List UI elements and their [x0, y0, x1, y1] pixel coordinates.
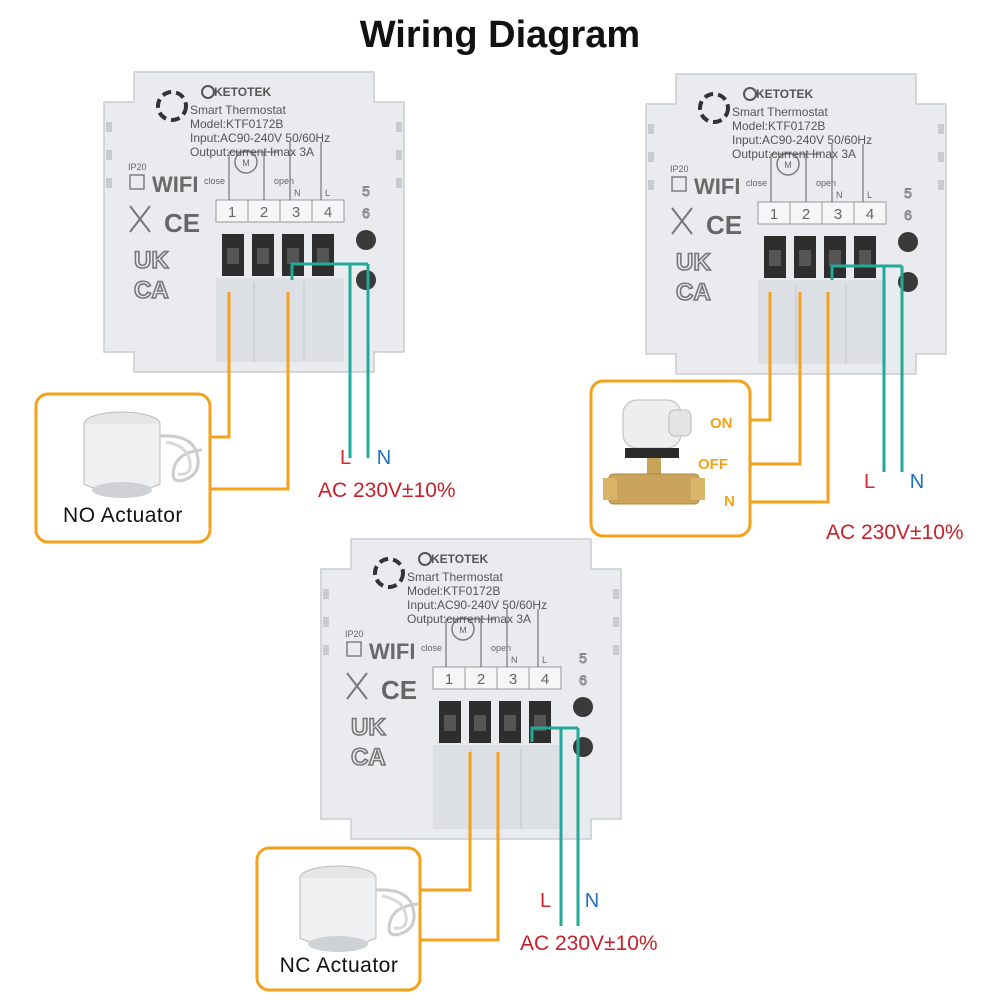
load-wire-1: [420, 752, 472, 892]
terminal-number: 1: [445, 671, 453, 688]
device-uk-mark: UK: [351, 714, 386, 741]
valve-on-wire: [750, 292, 772, 422]
device-ip-rating: IP20: [670, 164, 689, 174]
valve-off-wire: [750, 292, 802, 466]
device-uk-mark: UK: [134, 247, 169, 274]
load-wire-2: [210, 292, 290, 491]
load-wire-1: [210, 292, 231, 439]
terminal-number: 2: [802, 206, 810, 223]
device-model: Model:KTF0172B: [732, 119, 825, 133]
device-output: Output:current Imax 3A: [732, 147, 856, 161]
live-jumper: [290, 262, 368, 280]
voltage-label: AC 230V±10%: [826, 521, 964, 544]
device-wifi: WIFI: [369, 639, 415, 664]
live-terminal-label: L: [867, 190, 872, 200]
open-label: open: [491, 643, 511, 653]
terminal-number: 3: [509, 671, 517, 688]
live-label: L: [540, 890, 551, 912]
device-wifi: WIFI: [694, 174, 740, 199]
device-uk-mark: UK: [676, 249, 711, 276]
terminal-number: 3: [834, 206, 842, 223]
terminal-number: 2: [477, 671, 485, 688]
device-brand: KETOTEK: [756, 87, 813, 101]
terminal-number-extra: 6: [904, 207, 912, 223]
device-brand: KETOTEK: [431, 552, 488, 566]
terminal-number: 4: [541, 671, 549, 688]
device-name: Smart Thermostat: [190, 103, 286, 117]
actuator-label: NC Actuator: [280, 954, 399, 977]
device-name: Smart Thermostat: [732, 105, 828, 119]
voltage-label: AC 230V±10%: [318, 479, 456, 502]
motor-label: M: [784, 160, 792, 170]
device-ce-mark: CE: [381, 675, 417, 705]
device-input: Input:AC90-240V 50/60Hz: [407, 598, 547, 612]
device-input: Input:AC90-240V 50/60Hz: [732, 133, 872, 147]
terminal-number: 1: [228, 204, 236, 221]
neutral-terminal-label: N: [511, 655, 518, 665]
motor-label: M: [459, 625, 467, 635]
device-ca-mark: CA: [351, 744, 386, 771]
device-output: Output:current Imax 3A: [190, 145, 314, 159]
device-ce-mark: CE: [706, 210, 742, 240]
device-brand: KETOTEK: [214, 85, 271, 99]
live-label: L: [864, 471, 875, 493]
live-jumper: [830, 264, 902, 280]
live-terminal-label: L: [325, 188, 330, 198]
terminal-number: 3: [292, 204, 300, 221]
valve-off-label: OFF: [698, 456, 728, 473]
live-jumper: [530, 726, 578, 742]
thermostat-device: KETOTEK Smart ThermostatModel:KTF0172BInp…: [319, 537, 623, 841]
device-model: Model:KTF0172B: [190, 117, 283, 131]
neutral-terminal-label: N: [294, 188, 301, 198]
neutral-label: N: [377, 447, 391, 469]
thermostat-device: KETOTEK Smart ThermostatModel:KTF0172BInp…: [644, 72, 948, 376]
terminal-number-extra: 5: [579, 650, 587, 666]
live-terminal-label: L: [542, 655, 547, 665]
device-ca-mark: CA: [134, 277, 169, 304]
live-label: L: [340, 447, 351, 469]
thermostat-device: KETOTEK Smart ThermostatModel:KTF0172BInp…: [102, 70, 406, 374]
open-label: open: [816, 178, 836, 188]
neutral-label: N: [585, 890, 599, 912]
terminal-number-extra: 6: [579, 672, 587, 688]
device-wifi: WIFI: [152, 172, 198, 197]
terminal-number: 1: [770, 206, 778, 223]
neutral-terminal-label: N: [836, 190, 843, 200]
device-model: Model:KTF0172B: [407, 584, 500, 598]
device-ca-mark: CA: [676, 279, 711, 306]
device-ce-mark: CE: [164, 208, 200, 238]
close-label: close: [421, 643, 442, 653]
motor-label: M: [242, 158, 250, 168]
neutral-label: N: [910, 471, 924, 493]
terminal-number-extra: 5: [362, 183, 370, 199]
device-name: Smart Thermostat: [407, 570, 503, 584]
device-ip-rating: IP20: [345, 629, 364, 639]
device-ip-rating: IP20: [128, 162, 147, 172]
terminal-number: 2: [260, 204, 268, 221]
device-input: Input:AC90-240V 50/60Hz: [190, 131, 330, 145]
page-title: Wiring Diagram: [359, 14, 641, 56]
terminal-number: 4: [866, 206, 874, 223]
valve-on-label: ON: [710, 415, 733, 432]
terminal-number: 4: [324, 204, 332, 221]
close-label: close: [746, 178, 767, 188]
valve-n-label: N: [724, 493, 735, 510]
terminal-number-extra: 5: [904, 185, 912, 201]
terminal-number-extra: 6: [362, 205, 370, 221]
actuator-label: NO Actuator: [63, 504, 183, 527]
voltage-label: AC 230V±10%: [520, 932, 658, 955]
load-wire-2: [420, 752, 500, 942]
close-label: close: [204, 176, 225, 186]
open-label: open: [274, 176, 294, 186]
device-output: Output:current Imax 3A: [407, 612, 531, 626]
valve-n-wire: [750, 292, 830, 504]
